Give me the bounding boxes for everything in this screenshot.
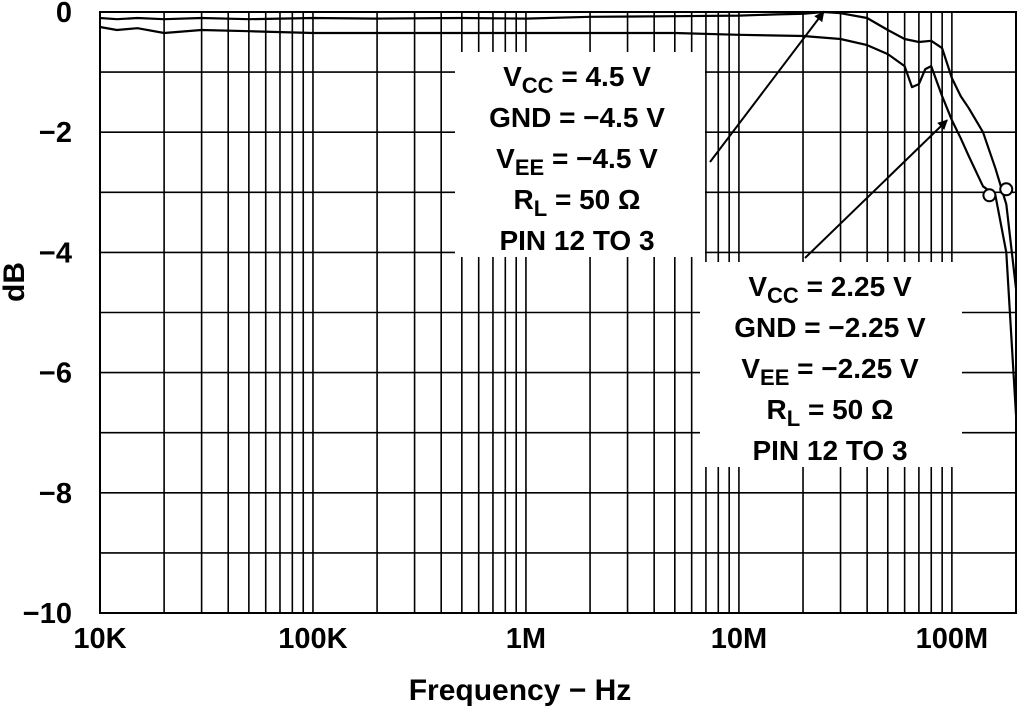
annotation-arrow xyxy=(804,119,948,259)
annotation-box xyxy=(455,52,705,257)
y-tick-label: −6 xyxy=(39,358,72,390)
x-axis-title: Frequency − Hz xyxy=(409,674,632,707)
annotation-arrow xyxy=(709,11,825,163)
series-marker-2 xyxy=(982,188,997,203)
y-axis-title: dB xyxy=(0,262,31,302)
annotation-line: VCC = 4.5 V xyxy=(503,61,651,98)
x-tick-label: 1M xyxy=(506,623,546,655)
series-line-2 xyxy=(99,25,1017,415)
x-tick-label: 10K xyxy=(73,623,126,655)
tick-labels: 10K 100K 1M 10M 100M 0 −2 −4 −6 −8 −10 xyxy=(23,0,988,655)
annotation-line: RL = 50 Ω xyxy=(514,184,641,221)
annotation-line: VEE = −2.25 V xyxy=(741,353,919,390)
annotation-line: PIN 12 TO 3 xyxy=(752,435,907,466)
y-tick-label: −4 xyxy=(39,237,72,269)
annotation-line: RL = 50 Ω xyxy=(767,394,894,431)
x-tick-label: 100K xyxy=(278,623,347,655)
y-tick-label: −2 xyxy=(39,117,72,149)
annotations: VCC = 4.5 V GND = −4.5 V VEE = −4.5 V RL = … xyxy=(455,11,962,467)
annotation-box xyxy=(700,262,962,467)
x-tick-label: 100M xyxy=(916,623,989,655)
annotation-line: GND = −4.5 V xyxy=(489,102,665,133)
annotation-line: VEE = −4.5 V xyxy=(496,143,658,180)
y-tick-label: −10 xyxy=(23,598,72,630)
series-marker-1 xyxy=(999,182,1014,197)
annotation-line: PIN 12 TO 3 xyxy=(499,225,654,256)
x-tick-label: 10M xyxy=(711,623,767,655)
y-tick-label: 0 xyxy=(56,0,72,29)
plot-frame xyxy=(99,11,1017,614)
annotation-line: VCC = 2.25 V xyxy=(748,271,912,308)
annotation-line: GND = −2.25 V xyxy=(734,312,926,343)
y-tick-label: −8 xyxy=(39,478,72,510)
